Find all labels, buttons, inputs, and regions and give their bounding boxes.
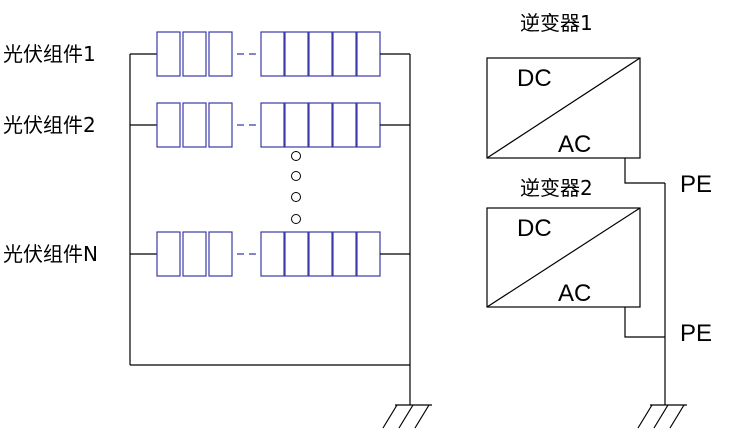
ground-hatch xyxy=(637,404,653,429)
ground-hatch xyxy=(382,404,398,429)
module-cell xyxy=(156,31,181,77)
pe-wire xyxy=(624,307,665,338)
inverter-diagonal xyxy=(486,57,641,159)
ac-label: AC xyxy=(558,131,591,158)
pe-label: PE xyxy=(680,320,712,347)
module-cell xyxy=(332,31,357,77)
module-cell xyxy=(284,31,309,77)
dot xyxy=(291,214,301,224)
module-cell xyxy=(356,102,381,148)
inverter-label: 逆变器2 xyxy=(520,176,593,200)
inverter-1: 逆变器1 DC AC PE xyxy=(486,11,712,198)
module-cell xyxy=(260,102,285,148)
frame-bus xyxy=(129,54,411,405)
continuation-dots xyxy=(291,151,301,224)
inverter-2: 逆变器2 DC AC PE xyxy=(486,176,712,347)
ground-hatch xyxy=(669,404,685,429)
module-label: 光伏组件N xyxy=(3,242,98,266)
module-cell xyxy=(156,231,181,277)
module-cell xyxy=(182,231,207,277)
module-cell xyxy=(208,31,233,77)
ground-hatch xyxy=(653,404,669,429)
module-cell xyxy=(182,31,207,77)
pe-label: PE xyxy=(680,171,712,198)
ground-icon xyxy=(382,404,432,429)
module-label: 光伏组件2 xyxy=(3,113,96,137)
module-cell xyxy=(332,231,357,277)
module-string-n: 光伏组件N xyxy=(3,231,410,277)
ground-hatch xyxy=(398,404,414,429)
module-cell xyxy=(284,231,309,277)
inverter-diagonal xyxy=(486,207,641,308)
module-cell xyxy=(260,31,285,77)
module-cell xyxy=(356,31,381,77)
module-cell xyxy=(356,231,381,277)
dc-label: DC xyxy=(517,65,552,92)
module-cell xyxy=(284,102,309,148)
ground-hatch xyxy=(414,404,430,429)
module-cell xyxy=(260,231,285,277)
module-label: 光伏组件1 xyxy=(3,42,96,66)
ac-label: AC xyxy=(558,280,591,307)
module-cell xyxy=(208,102,233,148)
module-cell xyxy=(308,31,333,77)
module-cell xyxy=(332,102,357,148)
module-cell xyxy=(308,102,333,148)
dot xyxy=(291,192,301,202)
ground-icon xyxy=(637,404,687,429)
inverter-label: 逆变器1 xyxy=(520,11,593,35)
module-cell xyxy=(308,231,333,277)
module-cell xyxy=(182,102,207,148)
module-cell xyxy=(208,231,233,277)
dot xyxy=(291,151,301,161)
pe-wire xyxy=(624,158,665,184)
dot xyxy=(291,171,301,181)
module-string-2: 光伏组件2 xyxy=(3,102,410,148)
module-cell xyxy=(156,102,181,148)
dc-label: DC xyxy=(517,215,552,242)
module-string-1: 光伏组件1 xyxy=(3,31,410,77)
